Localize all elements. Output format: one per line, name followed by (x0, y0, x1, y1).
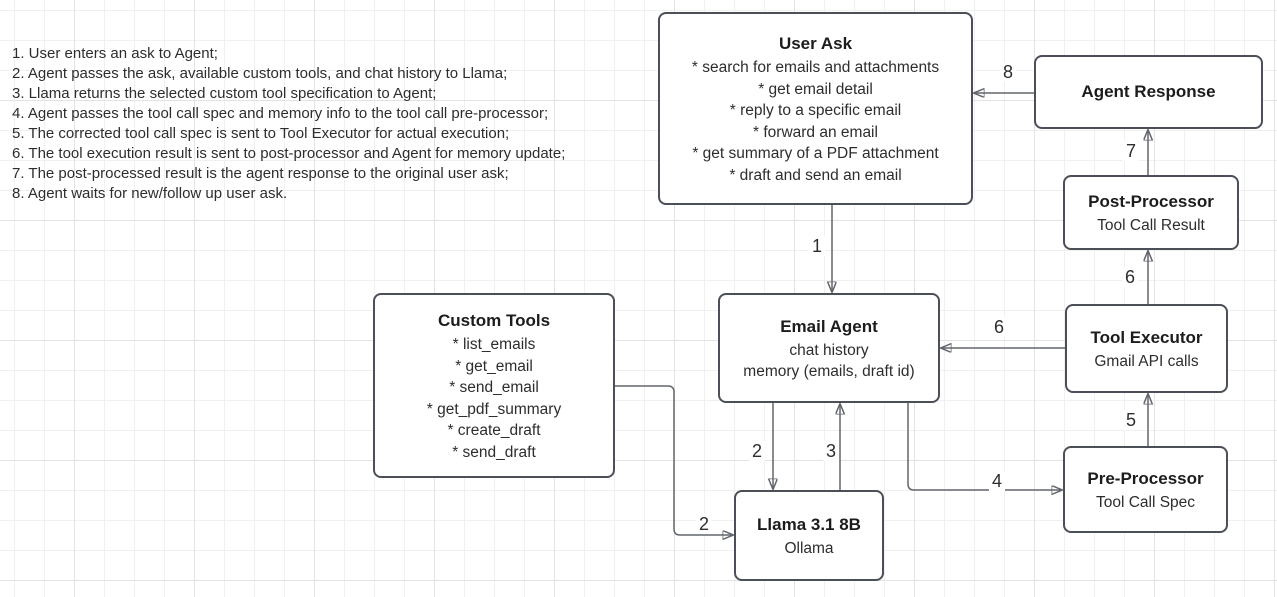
user-ask-item: * get summary of a PDF attachment (692, 145, 939, 162)
edge-label-step1: 1 (808, 236, 826, 256)
node-title: Post-Processor (1088, 191, 1214, 211)
node-tool-executor: Tool Executor Gmail API calls (1065, 304, 1228, 393)
custom-tool-item: * get_email (455, 357, 533, 375)
node-email-agent: Email Agent chat history memory (emails,… (718, 293, 940, 403)
node-title: Llama 3.1 8B (757, 514, 861, 534)
edge-label-step2-tools-llama: 2 (695, 514, 713, 534)
edge-label-step6-executor-post: 6 (1121, 267, 1139, 287)
flow-step-3: 3. Llama returns the selected custom too… (12, 85, 437, 102)
flow-step-1: 1. User enters an ask to Agent; (12, 45, 218, 62)
custom-tool-item: * create_draft (447, 422, 541, 439)
node-user-ask: User Ask * search for emails and attachm… (658, 12, 973, 205)
custom-tool-item: * send_email (449, 379, 539, 396)
flow-step-6: 6. The tool execution result is sent to … (12, 145, 566, 162)
edge-label-step4: 4 (988, 471, 1006, 491)
flow-step-5: 5. The corrected tool call spec is sent … (12, 125, 510, 142)
node-subtitle: Gmail API calls (1094, 352, 1199, 370)
node-agent-response: Agent Response (1034, 55, 1263, 129)
node-post-processor: Post-Processor Tool Call Result (1063, 175, 1239, 250)
edge-email-agent-to-pre-processor (907, 403, 1062, 490)
flow-step-7: 7. The post-processed result is the agen… (12, 165, 509, 182)
node-subtitle: Ollama (784, 539, 834, 557)
user-ask-item: * draft and send an email (729, 166, 902, 184)
edge-label-step7: 7 (1122, 141, 1140, 161)
user-ask-item: * search for emails and attachments (691, 59, 940, 76)
node-title: User Ask (778, 34, 853, 53)
flow-step-4: 4. Agent passes the tool call spec and m… (12, 105, 549, 122)
user-ask-item: * forward an email (753, 123, 878, 141)
edge-label-step2-agent-llama: 2 (748, 441, 766, 461)
edge-label-step8: 8 (999, 62, 1017, 82)
custom-tool-item: * get_pdf_summary (426, 400, 562, 418)
email-agent-detail: chat history (789, 341, 869, 359)
node-subtitle: Tool Call Spec (1095, 493, 1196, 511)
edge-label-step5: 5 (1122, 410, 1140, 430)
node-title: Email Agent (780, 316, 878, 336)
edge-label-step6-executor-agent: 6 (990, 317, 1008, 337)
node-pre-processor: Pre-Processor Tool Call Spec (1063, 446, 1228, 533)
node-title: Tool Executor (1090, 327, 1203, 347)
node-subtitle: Tool Call Result (1097, 216, 1205, 234)
node-title: Custom Tools (437, 311, 551, 330)
edge-custom-tools-to-llama (615, 385, 733, 535)
node-llama: Llama 3.1 8B Ollama (734, 490, 884, 581)
email-agent-detail: memory (emails, draft id) (743, 363, 915, 380)
user-ask-item: * get email detail (758, 80, 873, 98)
flow-steps-list: 1. User enters an ask to Agent; 2. Agent… (12, 44, 565, 204)
flow-step-8: 8. Agent waits for new/follow up user as… (12, 185, 288, 202)
node-title: Agent Response (1081, 82, 1216, 101)
edge-label-step3: 3 (822, 441, 840, 461)
flow-step-2: 2. Agent passes the ask, available custo… (12, 65, 508, 82)
custom-tool-item: * send_draft (452, 443, 536, 461)
node-custom-tools: Custom Tools * list_emails * get_email *… (373, 293, 615, 478)
custom-tool-item: * list_emails (452, 336, 536, 353)
node-title: Pre-Processor (1087, 468, 1204, 488)
user-ask-item: * reply to a specific email (729, 102, 902, 119)
